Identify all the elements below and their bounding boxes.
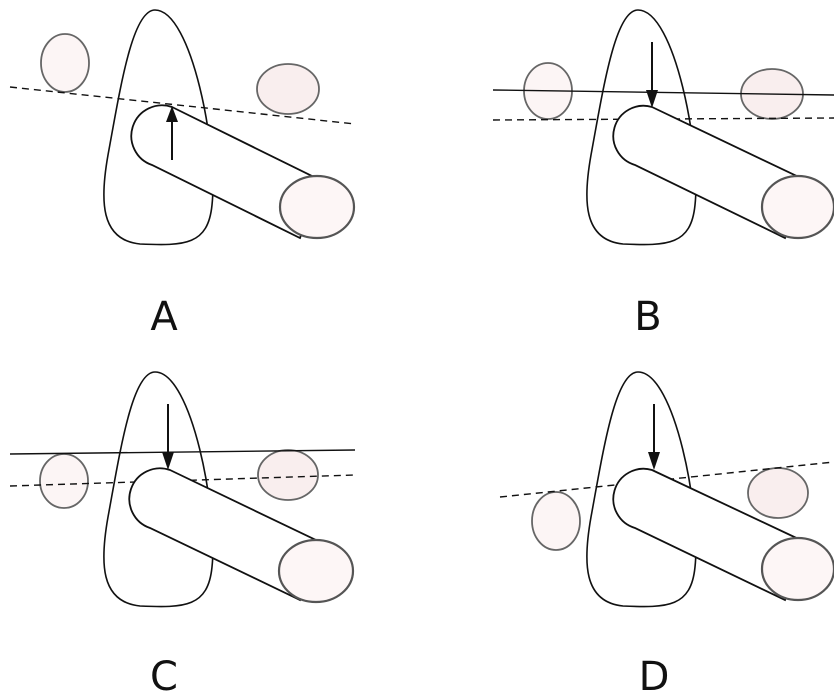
panel-c-tooth-outline [103, 371, 214, 608]
panel-c-right-contact [257, 449, 319, 501]
panel-c-solid-line [9, 449, 356, 455]
panel-b-label: B [634, 294, 661, 340]
panel-b-arrow [646, 42, 658, 108]
panel-d-left-contact [531, 491, 581, 551]
panel-a-tooth-outline [103, 9, 214, 246]
panel-a-left-contact [40, 33, 90, 93]
panel-c-label: C [150, 654, 178, 695]
panel-d: D [499, 371, 834, 695]
panel-a-label: A [150, 294, 178, 340]
panel-b-cylinder [612, 104, 834, 240]
panel-b-tooth-outline [586, 9, 697, 246]
panel-c-cylinder [128, 467, 355, 604]
panel-b: B [492, 9, 834, 340]
panel-c-arrow [162, 404, 174, 470]
panel-d-dashed-line [499, 461, 834, 498]
panel-d-label: D [639, 654, 670, 695]
panel-a-right-contact [256, 63, 320, 115]
panel-a-cylinder [130, 104, 356, 240]
panel-a: A [9, 9, 356, 340]
panel-d-cylinder [612, 467, 834, 602]
panel-a-arrow [166, 106, 178, 160]
panel-a-dashed-line [9, 86, 356, 125]
panel-c-left-contact [39, 453, 89, 509]
panel-c: C [9, 371, 356, 695]
panel-b-solid-line [492, 89, 834, 96]
panel-d-arrow [648, 404, 660, 470]
panel-d-tooth-outline [586, 371, 697, 608]
panel-d-right-contact [747, 467, 809, 519]
